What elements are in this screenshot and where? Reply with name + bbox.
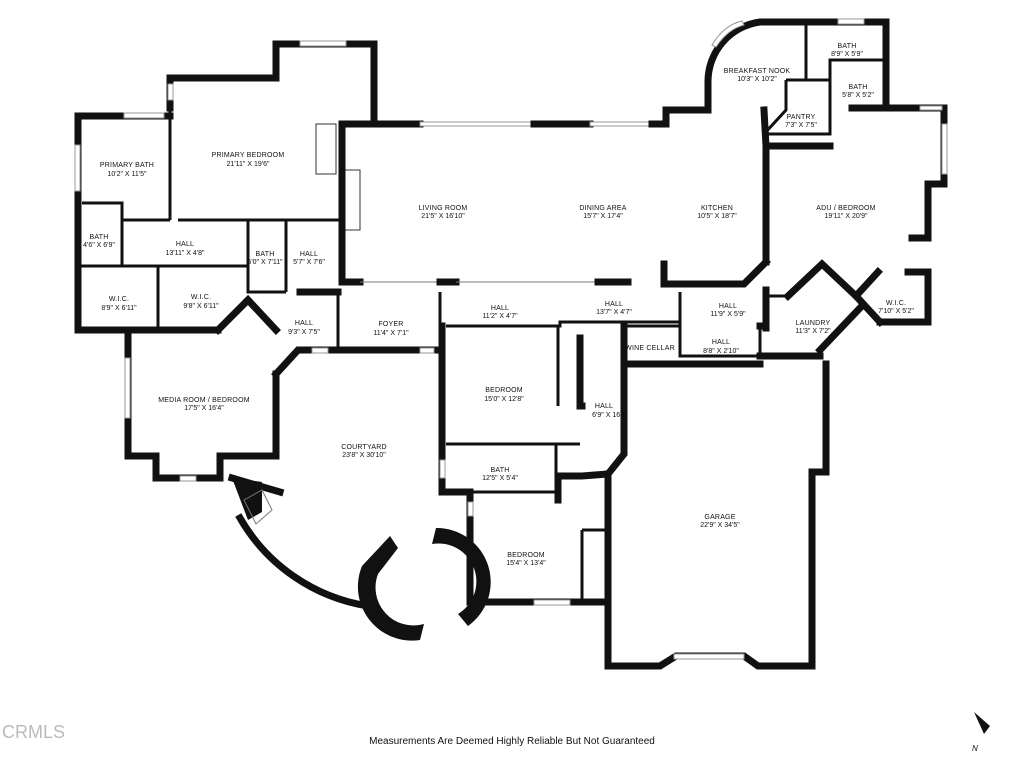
room-dim-bath-mid: 12'5" X 5'4" xyxy=(482,475,518,482)
room-dim-primary-bedroom: 21'11" X 19'6" xyxy=(227,161,270,168)
measurement-disclaimer: Measurements Are Deemed Highly Reliable … xyxy=(369,736,655,747)
room-dim-hall-6: 11'9" X 5'9" xyxy=(710,311,746,318)
room-dim-hall-2: 5'7" X 7'6" xyxy=(293,259,325,266)
room-dim-living-room: 21'5" X 16'10" xyxy=(421,213,465,220)
room-name-courtyard: COURTYARD xyxy=(341,444,387,451)
room-dim-bedroom-1: 15'0" X 12'8" xyxy=(484,396,524,403)
room-name-media-room: MEDIA ROOM / BEDROOM xyxy=(158,397,250,404)
media-room-walls xyxy=(124,295,342,482)
room-dim-bath-upper-2: 5'8" X 5'2" xyxy=(842,92,874,99)
room-name-bath-upper-2: BATH xyxy=(849,84,868,91)
room-dim-hall-1: 13'11" X 4'8" xyxy=(165,250,205,257)
room-name-wine-cellar: WINE CELLAR xyxy=(625,345,675,352)
room-name-hall-5: HALL xyxy=(605,301,623,308)
room-dim-hall-3: 9'3" X 7'5" xyxy=(288,329,320,336)
room-name-living-room: LIVING ROOM xyxy=(419,205,468,212)
room-dim-breakfast-nook: 10'3" X 10'2" xyxy=(737,76,777,83)
room-name-bath-upper-1: BATH xyxy=(838,43,857,50)
central-walls xyxy=(338,106,771,288)
north-label: N xyxy=(972,744,978,753)
room-name-hall-8: HALL xyxy=(595,403,613,410)
room-dim-wic-3: 7'10" X 5'2" xyxy=(878,308,914,315)
room-name-primary-bath: PRIMARY BATH xyxy=(100,162,154,169)
room-name-hall-6: HALL xyxy=(719,303,737,310)
room-dim-hall-4: 11'2" X 4'7" xyxy=(482,313,518,320)
room-dim-bath-1: 4'6" X 6'9" xyxy=(83,242,115,249)
room-name-hall-1: HALL xyxy=(176,241,194,248)
room-name-hall-3: HALL xyxy=(295,320,313,327)
room-dim-hall-5: 13'7" X 4'7" xyxy=(596,309,632,316)
room-name-kitchen: KITCHEN xyxy=(701,205,733,212)
room-name-bath-1: BATH xyxy=(90,234,109,241)
room-dim-bath-upper-1: 8'9" X 5'9" xyxy=(831,51,863,58)
hall-walls xyxy=(296,288,865,358)
room-dim-pantry: 7'3" X 7'5" xyxy=(785,122,817,129)
room-name-garage: GARAGE xyxy=(704,514,735,521)
room-dim-dining-area: 15'7" X 17'4" xyxy=(583,213,623,220)
room-dim-adu-bedroom: 19'11" X 20'9" xyxy=(825,213,868,220)
room-name-primary-bedroom: PRIMARY BEDROOM xyxy=(212,152,285,159)
room-dim-primary-bath: 10'2" X 11'5" xyxy=(107,171,147,178)
room-dim-foyer: 11'4" X 7'1" xyxy=(373,330,409,337)
room-name-wic-1: W.I.C. xyxy=(109,296,129,303)
room-dim-bath-2: 5'0" X 7'11" xyxy=(247,259,283,266)
room-dim-courtyard: 23'8" X 30'10" xyxy=(342,452,386,459)
room-name-wic-2: W.I.C. xyxy=(191,294,211,301)
room-name-bedroom-2: BEDROOM xyxy=(507,552,545,559)
crmls-logo: CRMLS xyxy=(2,722,66,742)
room-name-pantry: PANTRY xyxy=(787,114,816,121)
room-name-bath-2: BATH xyxy=(256,251,275,258)
room-dim-wic-1: 8'9" X 6'11" xyxy=(101,305,137,312)
room-dim-garage: 22'9" X 34'5" xyxy=(700,522,740,529)
room-labels: PRIMARY BATH 10'2" X 11'5" PRIMARY BEDRO… xyxy=(83,43,914,567)
room-dim-wic-2: 9'8" X 6'11" xyxy=(183,303,219,310)
courtyard-walls xyxy=(227,322,491,641)
room-dim-hall-8: 6'9" X 16'6" xyxy=(592,412,628,419)
room-dim-laundry: 11'3" X 7'2" xyxy=(795,328,831,335)
left-wing-walls xyxy=(74,40,378,335)
room-dim-hall-7: 8'8" X 2'10" xyxy=(703,348,739,355)
room-name-adu-bedroom: ADU / BEDROOM xyxy=(816,205,875,212)
room-name-wic-3: W.I.C. xyxy=(886,300,906,307)
room-name-bath-mid: BATH xyxy=(491,467,510,474)
room-dim-bedroom-2: 15'4" X 13'4" xyxy=(506,560,546,567)
room-name-hall-7: HALL xyxy=(712,339,730,346)
adu-walls xyxy=(762,104,948,332)
room-dim-kitchen: 10'5" X 18'7" xyxy=(697,213,737,220)
room-name-breakfast-nook: BREAKFAST NOOK xyxy=(724,68,791,75)
room-name-hall-4: HALL xyxy=(491,305,509,312)
room-name-dining-area: DINING AREA xyxy=(579,205,626,212)
room-dim-media-room: 17'5" X 16'4" xyxy=(184,405,224,412)
garage-walls xyxy=(604,352,830,670)
north-arrow-icon xyxy=(974,712,990,734)
bedroom-walls xyxy=(439,322,628,606)
room-name-foyer: FOYER xyxy=(378,321,403,328)
room-name-bedroom-1: BEDROOM xyxy=(485,387,523,394)
room-name-laundry: LAUNDRY xyxy=(796,320,831,327)
room-name-hall-2: HALL xyxy=(300,251,318,258)
